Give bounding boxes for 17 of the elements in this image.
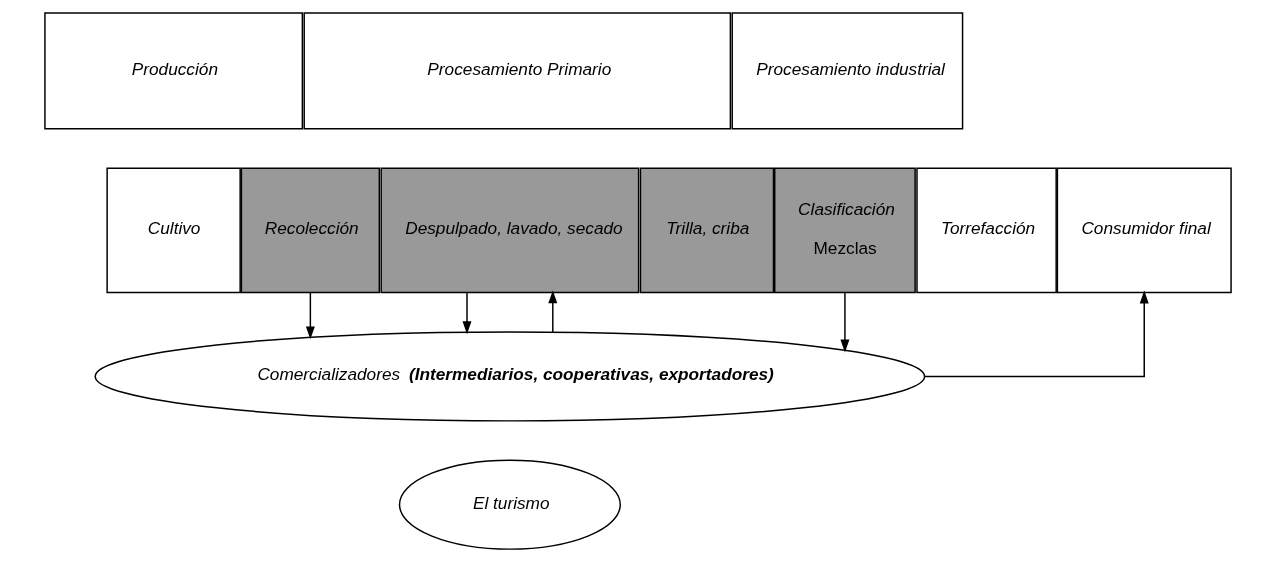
node-ellipse: El turismo bbox=[398, 459, 621, 550]
node-box: Consumidor final bbox=[1056, 167, 1232, 294]
node-box: Clasificación Mezclas bbox=[774, 167, 916, 294]
node-box: Procesamiento industrial bbox=[731, 12, 964, 130]
arrow bbox=[548, 290, 558, 333]
node-box: Procesamiento Primario bbox=[303, 12, 732, 130]
node-box: Despulpado, lavado, secado bbox=[380, 167, 640, 294]
node-box: Trilla, criba bbox=[639, 167, 775, 294]
node-box: Cultivo bbox=[106, 167, 241, 294]
node-ellipse: Comercializadores (Intermediarios, cooperativas, exportadores) bbox=[94, 331, 926, 422]
node-box: Torrefacción bbox=[916, 167, 1057, 294]
arrow bbox=[462, 291, 472, 335]
arrow bbox=[305, 291, 315, 340]
arrow bbox=[923, 290, 1149, 378]
node-box: Producción bbox=[44, 12, 304, 130]
node-box: Recolección bbox=[240, 167, 381, 294]
arrow bbox=[840, 291, 850, 353]
